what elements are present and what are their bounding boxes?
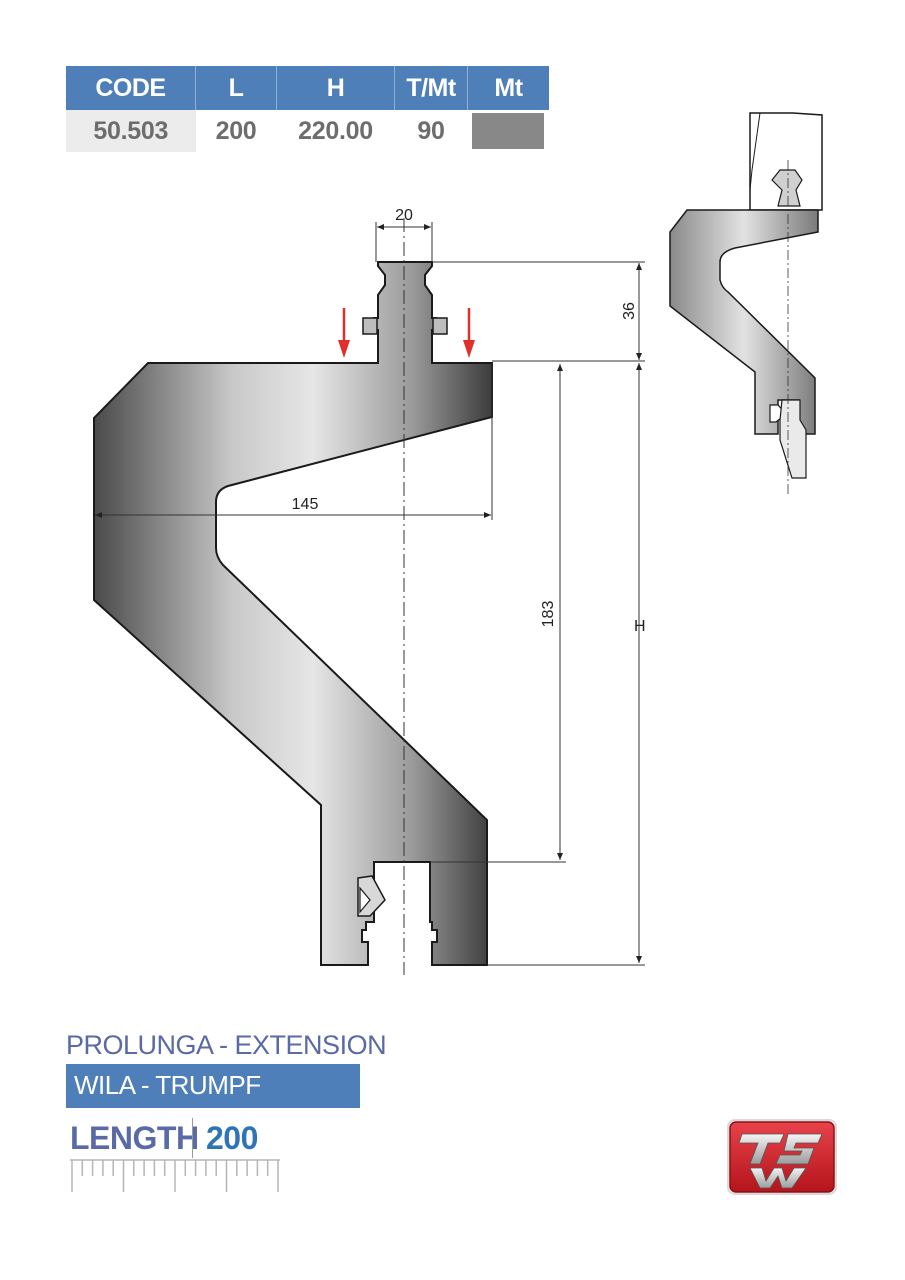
dim-inner-height: 183 (540, 601, 557, 628)
safety-pin-wedge (359, 886, 371, 914)
spec-table: CODE L H T/Mt Mt 50.503 200 220.00 90 (66, 66, 549, 152)
assembly-view (669, 112, 823, 495)
cell-h: 220.00 (298, 116, 373, 145)
mini-clamp (771, 169, 803, 207)
mini-lower-tool (779, 399, 807, 479)
length-divider (192, 1118, 193, 1158)
technical-drawing: 20 36 145 183 H (93, 112, 823, 975)
ruler-icon (70, 1159, 280, 1192)
mt-swatch (472, 113, 545, 149)
system-band: WILA - TRUMPF (66, 1064, 360, 1108)
cell-t-mt: 90 (417, 116, 445, 145)
tool-body (93, 261, 493, 966)
dim-neck-height: 36 (621, 302, 638, 320)
clamp-pin-left (362, 317, 378, 335)
header-t-mt: T/Mt (394, 66, 468, 110)
clamp-pin-right (432, 317, 448, 335)
force-arrow-left (338, 308, 350, 358)
cell-code: 50.503 (66, 110, 196, 152)
length-label: LENGTH (70, 1120, 199, 1156)
header-l: L (195, 66, 277, 110)
spec-data-row: 50.503 200 220.00 90 (66, 110, 549, 152)
length-value: 200 (206, 1120, 258, 1156)
cell-mt (468, 110, 550, 152)
company-logo (727, 1119, 837, 1195)
spec-header-row: CODE L H T/Mt Mt (66, 66, 549, 110)
header-code: CODE (66, 66, 196, 110)
header-h: H (276, 66, 395, 110)
dim-reach: 145 (292, 496, 319, 513)
dim-neck-width: 20 (395, 207, 413, 224)
system-label: WILA - TRUMPF (74, 1070, 261, 1100)
dim-h-label: H (634, 618, 646, 635)
product-subtitle: PROLUNGA - EXTENSION (66, 1030, 387, 1060)
header-mt: Mt (467, 66, 549, 110)
cell-l: 200 (215, 116, 257, 145)
force-arrow-right (463, 308, 475, 358)
upper-beam (749, 112, 823, 211)
